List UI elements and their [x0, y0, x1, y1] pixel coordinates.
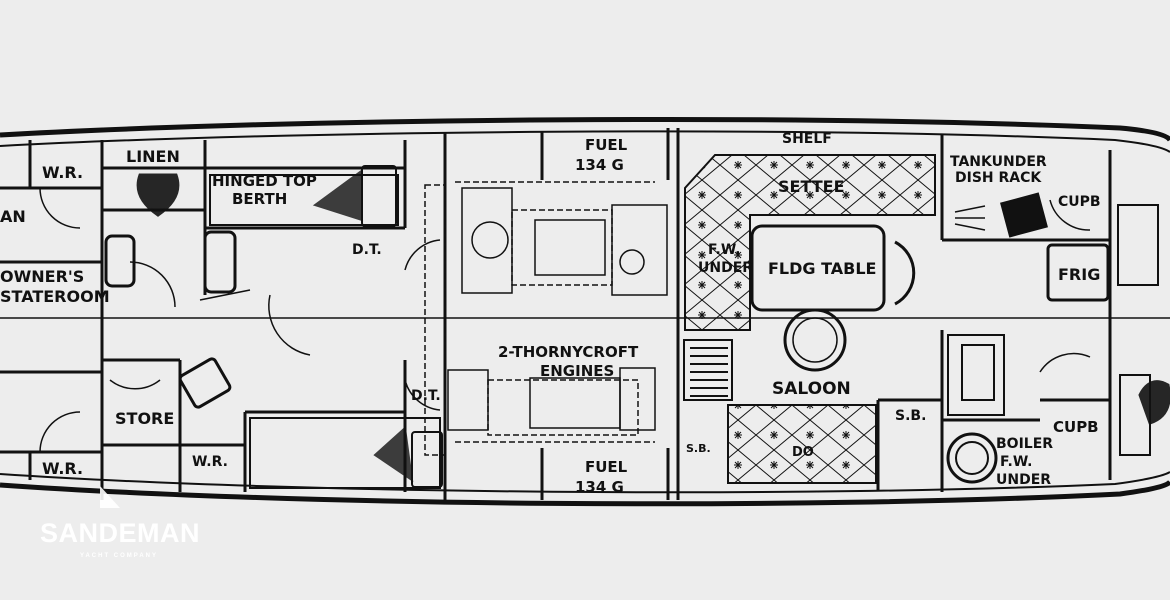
label-store: STORE [115, 409, 174, 428]
watermark-tagline: YACHT COMPANY [80, 553, 158, 559]
galley-fixtures [946, 192, 1159, 484]
label-settee: SETTEE [778, 177, 845, 196]
door-swings [39, 187, 1091, 453]
engine-machinery [424, 181, 668, 456]
label-berth: BERTH [232, 190, 287, 208]
label-wr-bottom-mid: W.R. [192, 454, 228, 470]
sail-logo-icon [100, 486, 120, 508]
watermark-brand: SANDEMAN [40, 518, 200, 548]
label-boiler: BOILER [996, 436, 1053, 452]
label-an: AN [0, 207, 26, 226]
room-labels: W.R. LINEN HINGED TOP BERTH D.T. AN OWNE… [0, 131, 1101, 496]
label-sb-left: S.B. [686, 442, 711, 455]
toilet-icons [104, 173, 1170, 425]
label-wr-bottom-left: W.R. [42, 459, 83, 478]
label-dt-top: D.T. [352, 242, 382, 258]
label-fw: F.W. [708, 242, 740, 258]
label-hinged-top: HINGED TOP [212, 172, 317, 190]
label-dish-rack: DISH RACK [955, 170, 1042, 186]
label-owners: OWNER'S [0, 267, 84, 286]
label-fuel-bottom-qty: 134 G [575, 478, 624, 496]
berths [209, 165, 443, 489]
hull-outline [0, 117, 1170, 507]
label-stateroom: STATEROOM [0, 287, 110, 306]
label-under: UNDER [698, 260, 753, 276]
label-linen: LINEN [126, 147, 180, 166]
label-engines-line2: ENGINES [540, 362, 614, 380]
label-do: DO [792, 445, 814, 460]
label-cupb-top: CUPB [1058, 194, 1101, 210]
label-tank-under: TANKUNDER [950, 154, 1047, 170]
label-boiler-under: UNDER [996, 472, 1051, 488]
sandeman-watermark: SANDEMAN YACHT COMPANY [40, 486, 200, 559]
label-engines-line1: 2-THORNYCROFT [498, 343, 639, 361]
companion-steps [683, 339, 733, 401]
label-fuel-bottom: FUEL [585, 458, 628, 476]
saloon-settee [684, 154, 936, 484]
label-fuel-top: FUEL [585, 136, 628, 154]
label-sb-right: S.B. [895, 408, 926, 424]
label-wr-top: W.R. [42, 163, 83, 182]
label-frig: FRIG [1058, 265, 1100, 284]
label-shelf: SHELF [782, 131, 832, 147]
label-dt-mid: D.T. [411, 388, 441, 404]
label-fldg-table: FLDG TABLE [768, 259, 876, 278]
label-cupb-bottom: CUPB [1053, 418, 1099, 436]
label-boiler-fw: F.W. [1000, 454, 1032, 470]
label-fuel-top-qty: 134 G [575, 156, 624, 174]
saloon-table [750, 224, 916, 372]
label-saloon: SALOON [772, 379, 851, 399]
